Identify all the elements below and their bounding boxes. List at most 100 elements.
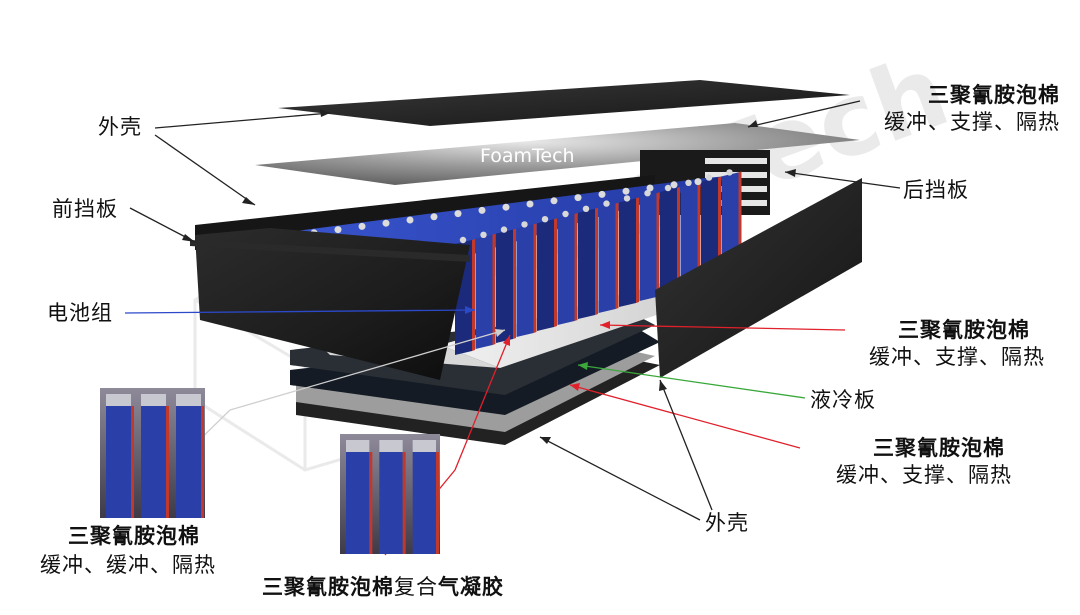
label-aerogel-gel: 气凝胶 xyxy=(438,575,504,599)
cell-foam-spacer xyxy=(697,181,701,285)
battery-cell xyxy=(557,214,575,325)
cell-terminal xyxy=(726,169,733,176)
cell-foam-spacer xyxy=(574,213,578,321)
cell-terminal xyxy=(644,190,651,197)
battery-cell xyxy=(516,224,534,337)
cell-terminal xyxy=(502,203,510,211)
label-foam-side-desc: 缓冲、支撑、隔热 xyxy=(869,345,1045,369)
cell-terminal xyxy=(705,174,713,181)
inset-cell-top xyxy=(106,394,131,406)
top-shell-lid xyxy=(278,80,850,126)
cell-foam-spacer xyxy=(677,187,680,291)
cell-terminal xyxy=(500,226,508,233)
inset-battery-cell xyxy=(176,406,201,518)
battery-cell xyxy=(598,203,616,313)
label-foam-top-title: 三聚氰胺泡棉 xyxy=(928,83,1060,107)
label-foam-inset-title: 三聚氰胺泡棉 xyxy=(68,524,200,548)
battery-cell xyxy=(639,193,657,301)
cell-terminal xyxy=(358,222,366,230)
cell-array xyxy=(286,169,742,355)
cell-terminal xyxy=(582,205,590,212)
inset-cell-closeup-aerogel xyxy=(340,434,440,554)
cell-terminal xyxy=(459,236,467,244)
housing-left-wall xyxy=(190,240,470,262)
cell-foam-spacer xyxy=(513,228,516,339)
cell-foam-spacer xyxy=(656,192,660,297)
cell-foam-spacer xyxy=(492,233,496,345)
label-front-plate: 前挡板 xyxy=(52,197,118,221)
cell-foam-spacer xyxy=(533,223,537,333)
cell-terminal xyxy=(598,190,606,198)
battery-cell xyxy=(578,208,595,319)
inset-foam-spacer xyxy=(201,406,204,518)
cell-array-top xyxy=(265,175,740,255)
inset-battery-cell xyxy=(141,406,166,518)
cell-foam-spacer xyxy=(718,176,721,279)
cell-terminal xyxy=(603,200,610,207)
inset-cell-top xyxy=(176,394,201,406)
inset-battery-cell xyxy=(346,452,370,554)
cell-terminal xyxy=(526,200,534,208)
foamtech-logo: FoamTech xyxy=(480,145,575,167)
cell-terminal xyxy=(382,219,390,227)
cell-terminal xyxy=(406,216,414,224)
cell-terminal xyxy=(480,231,487,238)
battery-cell xyxy=(475,234,493,349)
inset-cell-top xyxy=(379,440,403,452)
front-plate xyxy=(195,228,470,380)
label-foam-top-desc: 缓冲、支撑、隔热 xyxy=(884,110,1060,134)
cell-terminal xyxy=(334,226,342,234)
label-battery-pack: 电池组 xyxy=(47,301,113,325)
label-aerogel-composite: 复合 xyxy=(394,575,438,599)
top-foam-sheet xyxy=(255,123,860,185)
right-side-wall xyxy=(655,178,862,378)
battery-cell xyxy=(660,188,677,295)
label-cold-plate: 液冷板 xyxy=(810,388,876,412)
battery-cell xyxy=(496,229,513,343)
label-shell-bottom: 外壳 xyxy=(705,511,749,535)
label-shell-top: 外壳 xyxy=(98,115,142,139)
cell-terminal xyxy=(562,210,569,218)
battery-cell xyxy=(619,198,636,307)
inset-foam-spacer xyxy=(369,452,373,554)
battery-cell xyxy=(701,177,718,283)
cell-foam-spacer xyxy=(554,218,557,327)
cell-foam-spacer xyxy=(595,207,598,315)
inset-foam-spacer xyxy=(436,452,439,554)
cell-foam-spacer xyxy=(615,202,619,309)
label-foam-bottom-desc: 缓冲、支撑、隔热 xyxy=(836,463,1012,487)
cell-terminal xyxy=(646,184,654,192)
label-foam-inset-desc: 缓冲、缓冲、隔热 xyxy=(40,553,216,577)
cell-terminal xyxy=(694,178,702,186)
cell-terminal xyxy=(574,194,582,202)
cell-terminal xyxy=(454,210,462,218)
cell-terminal xyxy=(478,206,486,214)
label-foam-bottom-title: 三聚氰胺泡棉 xyxy=(873,436,1005,460)
inset-battery-cell xyxy=(106,406,131,518)
inset-cell-top xyxy=(141,394,166,406)
label-foam-side-title: 三聚氰胺泡棉 xyxy=(898,318,1030,342)
cell-terminal xyxy=(521,221,528,228)
inset-cell-top xyxy=(346,440,370,452)
inset-cell-closeup-foam xyxy=(100,388,205,518)
cell-terminal xyxy=(430,213,438,221)
label-aerogel: 三聚氰胺泡棉复合气凝胶 xyxy=(262,574,504,600)
cell-terminal xyxy=(550,197,558,205)
inset-cell-top xyxy=(412,440,436,452)
cell-foam-spacer xyxy=(472,239,475,351)
cell-terminal xyxy=(541,216,549,223)
leader-lines xyxy=(124,100,901,556)
cell-terminal xyxy=(664,184,672,192)
battery-cell xyxy=(680,182,698,289)
inset-battery-cell xyxy=(379,452,403,554)
cell-terminal xyxy=(685,179,692,186)
label-rear-plate: 后挡板 xyxy=(903,178,969,202)
inset-foam-spacer xyxy=(131,406,134,518)
cell-foam-spacer xyxy=(636,197,639,303)
battery-cell xyxy=(537,219,554,331)
inset-battery-cell xyxy=(412,452,436,554)
cell-terminal xyxy=(623,195,631,202)
cell-terminal xyxy=(670,181,678,189)
inset-foam-spacer xyxy=(166,406,169,518)
